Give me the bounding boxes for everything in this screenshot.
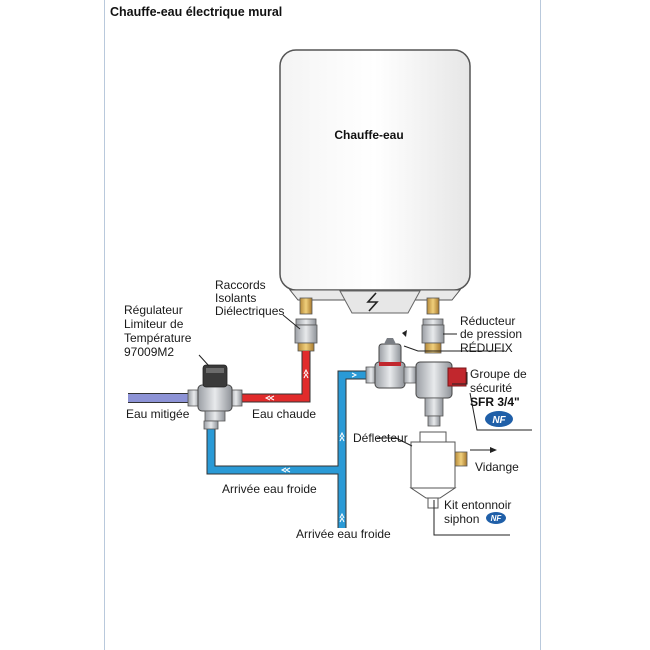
- heater-tank: [279, 49, 471, 291]
- temperature-regulator-valve: [187, 364, 243, 430]
- leader-arrowhead: [490, 447, 497, 453]
- nf-badge-kit: NF: [486, 512, 506, 524]
- flow-arrow: [303, 368, 309, 379]
- electric-bolt-icon: [366, 292, 379, 312]
- svg-text:Régulateur: Régulateur: [124, 303, 183, 317]
- svg-text:Réducteur: Réducteur: [460, 314, 515, 328]
- hot-water-pipe: [240, 351, 310, 402]
- deflecteur-label: Déflecteur: [353, 431, 408, 445]
- hot-pipe-outline: [240, 351, 311, 403]
- cold-water-network: [206, 370, 368, 528]
- svg-text:Kit entonnoir: Kit entonnoir: [444, 498, 511, 512]
- svg-text:NF: NF: [491, 514, 503, 523]
- svg-text:SFR 3/4": SFR 3/4": [470, 395, 520, 409]
- reducteur-label: Réducteur de pression RÉDUFIX: [460, 314, 522, 355]
- flow-arrow: [264, 395, 275, 401]
- flow-arrow: [351, 372, 358, 378]
- nf-badge-safety: NF: [485, 411, 513, 427]
- page-title: Chauffe-eau électrique mural: [110, 5, 283, 19]
- arrivee-eau-froide-label-2: Arrivée eau froide: [296, 527, 391, 541]
- flow-arrow: [339, 431, 345, 442]
- vidange-label: Vidange: [475, 460, 519, 474]
- svg-text:Isolants: Isolants: [215, 291, 256, 305]
- pressure-reducer: [365, 338, 417, 389]
- svg-text:Limiteur de: Limiteur de: [124, 317, 184, 331]
- flow-arrow: [339, 512, 345, 523]
- arrivee-eau-froide-label-1: Arrivée eau froide: [222, 482, 317, 496]
- svg-text:Raccords: Raccords: [215, 278, 266, 292]
- svg-text:siphon: siphon: [444, 512, 479, 526]
- eau-chaude-label: Eau chaude: [252, 407, 316, 421]
- safety-group: [415, 361, 467, 427]
- cold-inlet-fitting: [421, 297, 445, 354]
- content-frame: [104, 0, 541, 650]
- svg-text:97009M2: 97009M2: [124, 345, 174, 359]
- flow-arrow: [280, 467, 291, 473]
- svg-text:Température: Température: [124, 331, 192, 345]
- regulateur-label: Régulateur Limiteur de Température 97009…: [124, 303, 192, 359]
- water-heater: Chauffe-eau: [279, 49, 471, 314]
- eau-mitigee-label: Eau mitigée: [126, 407, 190, 421]
- leader-lines: [198, 314, 532, 536]
- hot-outlet-fitting: [294, 297, 318, 352]
- svg-text:de pression: de pression: [460, 327, 522, 341]
- svg-text:Groupe de: Groupe de: [470, 367, 527, 381]
- raccords-label: Raccords Isolants Diélectriques: [215, 278, 284, 318]
- heater-label: Chauffe-eau: [334, 128, 403, 142]
- svg-text:sécurité: sécurité: [470, 381, 512, 395]
- leader-arrowhead: [402, 330, 407, 337]
- svg-text:Diélectriques: Diélectriques: [215, 304, 284, 318]
- svg-text:RÉDUFIX: RÉDUFIX: [460, 340, 513, 355]
- groupe-securite-label: Groupe de sécurité SFR 3/4": [470, 367, 527, 409]
- heater-access-cover: [339, 290, 421, 314]
- funnel-siphon-kit: [409, 431, 468, 509]
- kit-entonnoir-label: Kit entonnoir siphon: [444, 498, 511, 526]
- svg-text:NF: NF: [492, 415, 506, 426]
